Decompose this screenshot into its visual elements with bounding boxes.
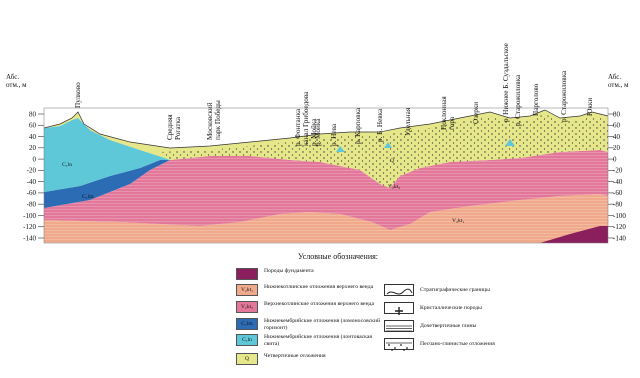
dots-icon [384,338,414,350]
place-label: Озерки [472,102,480,124]
legend-swatch: V₂kt₂ [236,301,258,313]
unit-label-c1ln: C₁ln [62,162,72,168]
axis-tick-label: 60 [29,122,37,130]
legend-swatch [236,268,258,280]
legend-text: Верхнекотлинские отложения верхнего венд… [264,301,382,308]
legend-text: Породы фундамента [264,268,382,275]
legend-text: Четвертичные отложения [264,353,382,360]
legend-item: Породы фундамента [236,268,382,280]
axis-tick-label: 0 [613,155,617,163]
geological-cross-section: Абс.отм., м Абс.отм., м 80 60 40 20 0 -20 -40 -… [0,0,640,250]
axis-tick-label: 0 [33,155,37,163]
axis-tick-label: -120 [613,223,626,231]
place-label: р. Нижнее Б. Суздальское [502,43,510,122]
legend-item: C₁lm Нижнекембрийские отложения (ломоносо… [236,318,382,332]
axis-label-right: Абс.отм., м [608,73,629,89]
legend-text: Песчано-глинистые отложения [420,341,570,348]
place-label: Московскийпарк Победы [206,100,222,140]
axis-tick-label: 80 [613,110,621,118]
axis-tick-label: 80 [29,110,37,118]
legend-symbol-item: Песчано-глинистые отложения [384,338,570,350]
legend-text: Дочетвертичные глины [420,323,570,330]
axis-tick-label: -80 [27,200,37,208]
place-label: р. Мойка [314,118,322,146]
axis-label-left: Абс.отм., м [6,73,27,89]
axis-tick-label: -20 [613,167,623,175]
wave-icon [384,284,414,296]
place-label: СредняяРогатка [166,114,182,140]
layers [44,108,608,243]
place-label: р. Б. Невка [376,108,384,142]
axis-tick-label: 20 [613,144,621,152]
axis-tick-label: 40 [29,133,37,141]
legend-item: Q Четвертичные отложения [236,353,382,365]
unit-label-v2kt1: V₂kt₁ [452,218,464,224]
axis-tick-label: -20 [27,167,37,175]
legend-text: Нижнекотлинские отложения верхнего венда [264,284,382,291]
place-label: Пулково [74,82,82,108]
legend-swatch: C₁ln [236,334,258,346]
axis-tick-label: -60 [27,189,37,197]
legend-item: V₂kt₁ Нижнекотлинские отложения верхнего … [236,284,382,296]
axis-ticks-left: 80 60 40 20 0 -20 -40 -60 -80 -100 -120 -140 [23,110,44,242]
axis-tick-label: -140 [613,234,626,242]
place-label: р. Старожиловка [514,74,522,126]
axis-tick-label: -40 [613,178,623,186]
place-label: Поклоннаягора [440,96,456,130]
legend-swatch: V₂kt₁ [236,284,258,296]
legend-text: Нижнекембрийские отложения (лонтоваская … [264,334,382,348]
legend-swatch: Q [236,353,258,365]
lines-icon [384,320,414,332]
axis-tick-label: -60 [613,189,623,197]
legend-item: C₁ln Нижнекембрийские отложения (лонтовас… [236,334,382,348]
place-label: р. Старожиловка [560,70,568,122]
unit-label-v2kt2: V₂kt₂ [388,184,400,190]
legend-text: Кристаллические породы [420,305,570,312]
place-label: Парголово [532,83,540,116]
cross-icon [384,302,414,314]
place-label: Удельная [404,107,412,136]
axis-tick-label: -100 [613,212,626,220]
legend-title: Условные обозначения: [248,252,428,261]
axis-tick-label: -40 [27,178,37,186]
legend-swatch: C₁lm [236,318,258,330]
axis-tick-label: 40 [613,133,621,141]
axis-ticks-right: 80 60 40 20 0 -20 -40 -60 -80 -100 -120 -140 [608,110,626,242]
legend-text: Нижнекембрийские отложения (ломоносовски… [264,318,382,332]
place-label: Юкки [586,98,594,116]
place-label: р. Карповка [354,107,362,144]
axis-tick-label: -120 [23,223,36,231]
legend-symbol-item: Дочетвертичные глины [384,320,570,332]
unit-label-c1lm: C₁lm [82,194,94,200]
axis-tick-label: 60 [613,122,621,130]
axis-tick-label: -140 [23,234,36,242]
unit-label-q: Q [390,158,394,164]
legend-symbol-item: Стратиграфические границы [384,284,570,296]
legend-text: Стратиграфические границы [420,287,570,294]
legend-symbol-item: Кристаллические породы [384,302,570,314]
place-label: р. Нева [330,123,338,146]
axis-tick-label: -100 [23,212,36,220]
axis-tick-label: 20 [29,144,37,152]
axis-tick-label: -80 [613,200,623,208]
legend-item: V₂kt₂ Верхнекотлинские отложения верхнего… [236,301,382,313]
